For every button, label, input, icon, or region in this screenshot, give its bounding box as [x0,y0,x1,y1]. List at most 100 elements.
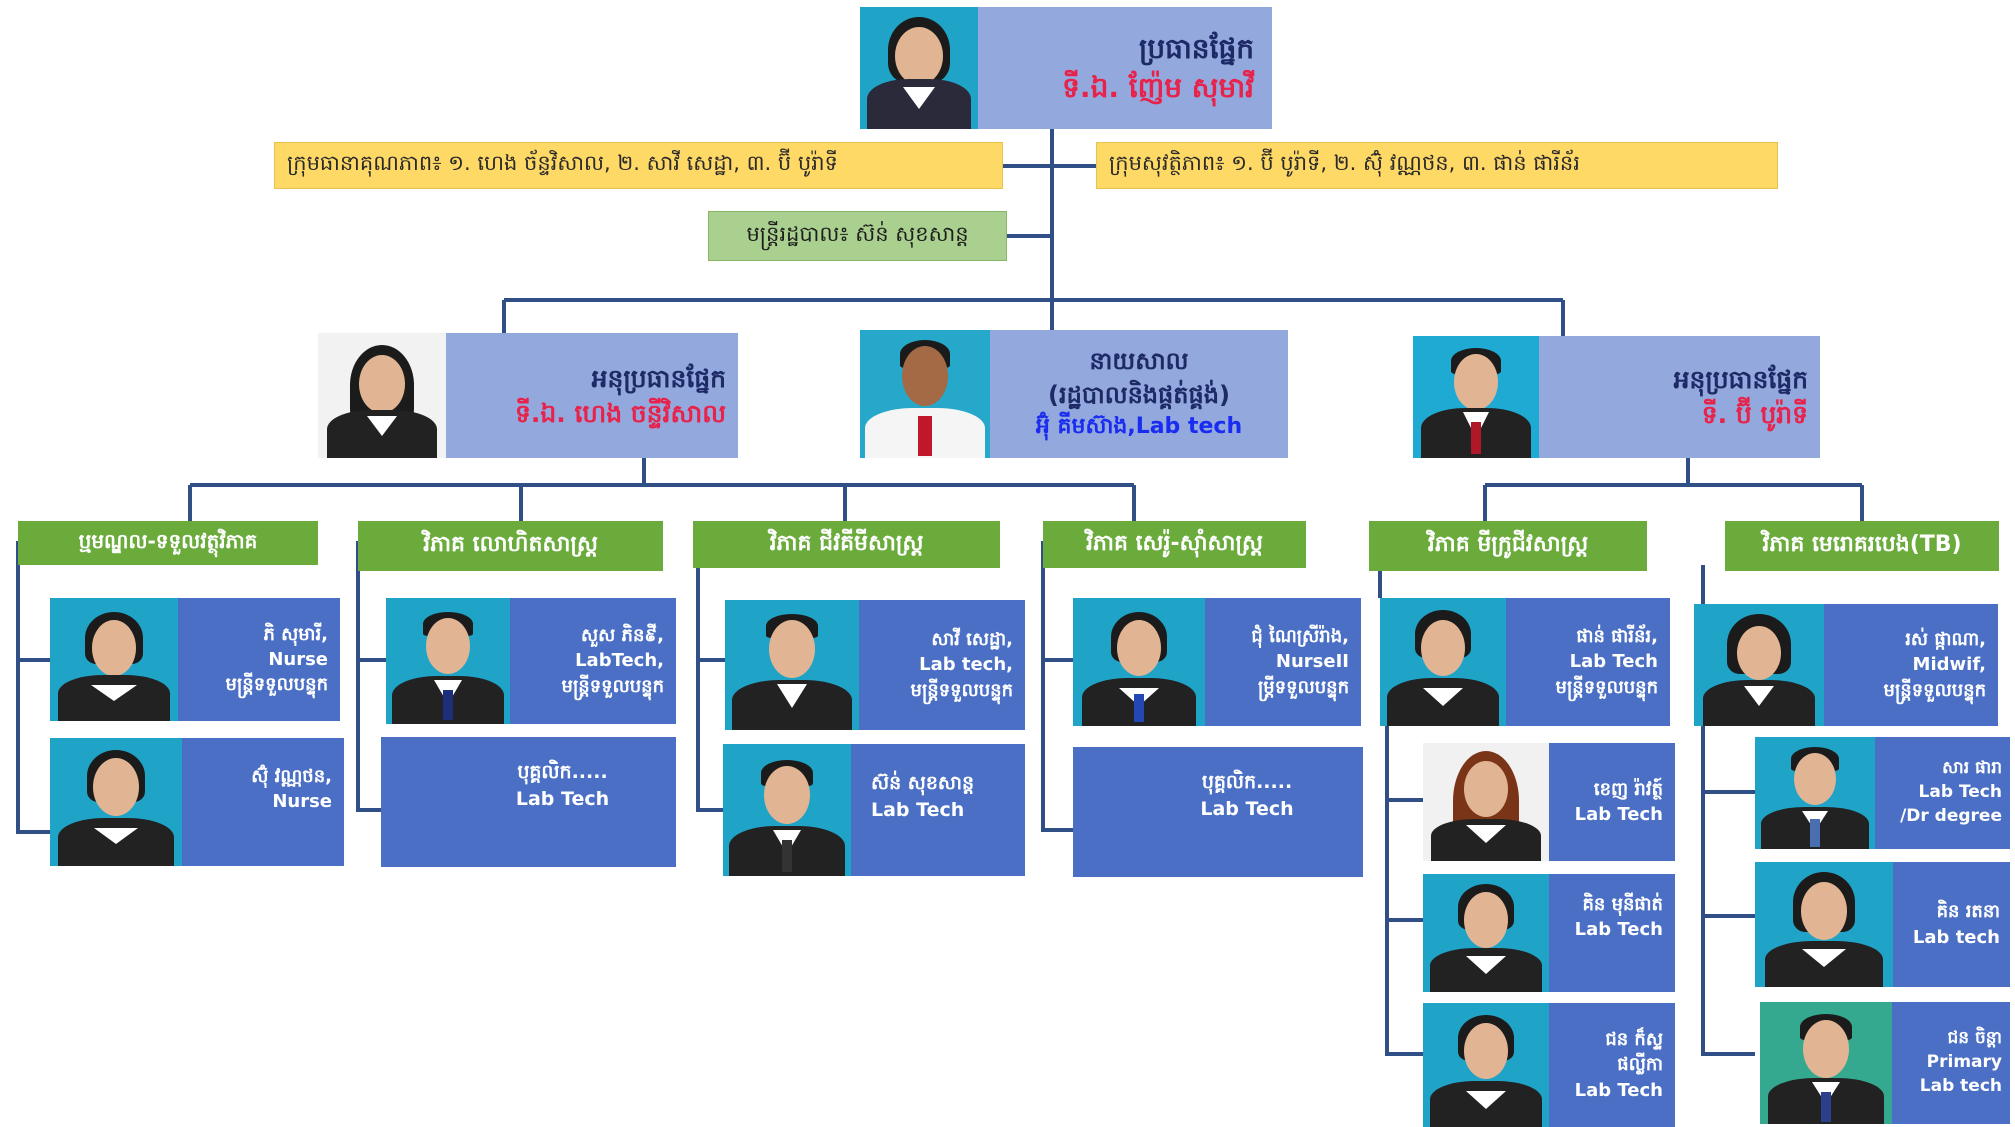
dept-label-serology: វិភាគ សេរ៉ូ-ស៊ាំសាស្ត្រ [1086,530,1263,556]
staff-line-2: Lab tech, [919,654,1013,676]
deputy-left-photo [318,333,446,458]
staff-line-2: Lab tech [1912,926,2000,948]
staff-line-1: រស់ ផ្កាណា, [1905,629,1986,651]
staff-card: សួស ភិន៩ី, LabTech, មន្ត្រីទទួលបន្ទុក [386,598,676,724]
staff-info: សាវី សេដ្ឋា, Lab tech, មន្ត្រីទទួលបន្ទុក [859,600,1025,730]
deputy-left-info: អនុប្រធានផ្នែក ទី.ឯ. ហេង ចន្ទីវិសាល [446,333,738,458]
dept-label-tb: វិភាគ មេរោគរបេង(TB) [1762,532,1962,557]
staff-line-2: Midwif, [1912,654,1986,676]
dept-label-biochemistry: វិភាគ ជីវគីមីសាស្ត្រ [769,530,924,556]
staff-line-2: ផល្លីកា [1617,1054,1663,1076]
deputy-left-name: ទី.ឯ. ហេង ចន្ទីវិសាល [515,398,726,428]
staff-photo [50,738,182,866]
staff-line-3: Lab Tech [1574,1079,1663,1101]
dept-label-hematology: វិភាគ លោហិតសាស្ត្រ [423,532,598,557]
deputy-right-title: អនុប្រធានផ្នែក [1673,365,1808,394]
staff-info: រស់ ផ្កាណា, Midwif, មន្ត្រីទទួលបន្ទុក [1824,604,1998,726]
staff-line-3: ម្ត្រីទទួលបន្ទុក [1257,676,1349,698]
dept-header-tb: វិភាគ មេរោគរបេង(TB) [1725,521,1999,571]
staff-info: បុគ្គលិក..... Lab Tech [381,737,676,867]
staff-line-1: ស៊ុំ វណ្ណថន, [251,766,332,787]
staff-line-1: ខេញ រ៉ាវត្ថ៍ [1593,778,1663,800]
staff-card: សារ ផារា Lab Tech /Dr degree [1755,737,2010,849]
deputy-center-card: នាយសាល (រដ្ឋបាលនិងផ្គត់ផ្គង់) អ៊ុំ គីមស៊… [860,330,1288,458]
staff-info: ជុំ ណៃស្រីរ៉ាង, NurseII ម្ត្រីទទួលបន្ទុក [1205,598,1361,726]
deputy-center-title: នាយសាល [1089,347,1189,375]
deputy-left-card: អនុប្រធានផ្នែក ទី.ឯ. ហេង ចន្ទីវិសាល [318,333,738,458]
deputy-right-info: អនុប្រធានផ្នែក ទី. ប៊ី បូរ៉ាទី [1539,336,1820,458]
staff-info: សារ ផារា Lab Tech /Dr degree [1875,737,2010,849]
staff-line-2: Nurse [272,791,332,813]
dept-header-serology: វិភាគ សេរ៉ូ-ស៊ាំសាស្ត្រ [1043,521,1306,568]
staff-line-2: Lab Tech [1918,782,2002,803]
staff-line-1: ស៊ន់ សុខសាន្ត [871,772,975,794]
quality-team-box: ក្រុមធានាគុណភាព៖ ១. ហេង ច័ន្ទវិសាល, ២. ស… [274,142,1003,189]
staff-line-1: ជន ក៏ស្ទ [1605,1029,1663,1051]
deputy-right-name: ទី. ប៊ី បូរ៉ាទី [1701,400,1808,429]
staff-info: ស៊ុំ វណ្ណថន, Nurse [182,738,344,866]
staff-line-1: បុគ្គលិក..... [517,761,608,783]
staff-info: ខេញ រ៉ាវត្ថ៍ Lab Tech [1549,743,1675,861]
staff-info: ភិ សុមារី, Nurse មន្ត្រីទទួលបន្ទុក [178,598,340,721]
deputy-center-name: អ៊ុំ គីមស៊ាង,Lab tech [1035,414,1243,440]
staff-photo [1755,737,1875,849]
staff-photo [723,744,851,876]
staff-line-1: ផាន់ ផារីន័រ, [1576,626,1658,648]
admin-officer-box: មន្ត្រីរដ្ឋបាល៖ ស៊ន់ សុខសាន្ត [708,211,1007,261]
staff-card-vacant: បុគ្គលិក..... Lab Tech [1073,747,1363,877]
staff-info: ជន ក៏ស្ទ ផល្លីកា Lab Tech [1549,1003,1675,1127]
staff-card-vacant: បុគ្គលិក..... Lab Tech [381,737,676,867]
deputy-center-info: នាយសាល (រដ្ឋបាលនិងផ្គត់ផ្គង់) អ៊ុំ គីមស៊… [990,330,1288,458]
staff-info: ស៊ន់ សុខសាន្ត Lab Tech [851,744,1025,876]
staff-photo [1423,874,1549,992]
staff-card: គិន មុនីផាត់ Lab Tech [1423,874,1675,992]
staff-card: ជន ក៏ស្ទ ផល្លីកា Lab Tech [1423,1003,1675,1127]
staff-line-3: មន្ត្រីទទួលបន្ទុក [225,674,328,696]
staff-photo [1423,743,1549,861]
staff-info: ជន ចិន្តា Primary Lab tech [1892,1002,2010,1124]
head-photo [860,7,978,129]
staff-line-1: សាវី សេដ្ឋា, [931,629,1013,651]
deputy-right-photo [1413,336,1539,458]
staff-photo [1073,598,1205,726]
staff-photo [386,598,510,724]
staff-info: ផាន់ ផារីន័រ, Lab Tech មន្ត្រីទទួលបន្ទុក [1506,598,1670,726]
deputy-right-card: អនុប្រធានផ្នែក ទី. ប៊ី បូរ៉ាទី [1413,336,1820,458]
staff-card: ខេញ រ៉ាវត្ថ៍ Lab Tech [1423,743,1675,861]
quality-team-label: ក្រុមធានាគុណភាព៖ ១. ហេង ច័ន្ទវិសាល, ២. ស… [287,151,838,175]
staff-info: សួស ភិន៩ី, LabTech, មន្ត្រីទទួលបន្ទុក [510,598,676,724]
staff-photo [725,600,859,730]
staff-line-1: គិន រតនា [1936,901,2000,923]
staff-photo [1694,604,1824,726]
staff-line-2: Lab Tech [515,787,610,810]
staff-info: បុគ្គលិក..... Lab Tech [1073,747,1363,877]
staff-card: ស៊ន់ សុខសាន្ត Lab Tech [723,744,1025,876]
staff-card: ស៊ុំ វណ្ណថន, Nurse [50,738,344,866]
staff-line-2: NurseII [1275,651,1349,673]
staff-line-2: Nurse [268,648,328,670]
staff-line-3: Lab tech [1919,1075,2002,1096]
staff-line-1: សួស ភិន៩ី, [581,625,664,647]
staff-card: ភិ សុមារី, Nurse មន្ត្រីទទួលបន្ទុក [50,598,340,721]
head-title: ប្រធានផ្នែក [1139,31,1254,65]
dept-header-microbiology: វិភាគ មីក្រូជីវសាស្ត្រ [1369,521,1647,571]
staff-line-3: មន្ត្រីទទួលបន្ទុក [561,675,664,697]
dept-header-biochemistry: វិភាគ ជីវគីមីសាស្ត្រ [693,521,1000,568]
staff-line-3: /Dr degree [1900,805,2002,826]
head-info: ប្រធានផ្នែក ទី.ឯ. ញ៉ែម សុមាវី [978,7,1272,129]
staff-line-2: Lab Tech [1569,651,1658,673]
staff-photo [1760,1002,1892,1124]
dept-header-hematology: វិភាគ លោហិតសាស្ត្រ [358,521,663,571]
staff-line-3: មន្ត្រីទទួលបន្ទុក [1555,676,1658,698]
staff-card: គិន រតនា Lab tech [1755,862,2010,987]
dept-header-reception: ប្មមណ្ឌល-ទទួលវត្ថុវិភាគ [18,521,318,565]
safety-team-box: ក្រុមសុវត្ថិភាព៖ ១. ប៊ី បូរ៉ាទី, ២. ស៊ុំ… [1096,142,1778,189]
staff-info: គិន មុនីផាត់ Lab Tech [1549,874,1675,992]
staff-line-1: សារ ផារា [1942,758,2002,779]
staff-line-2: Primary [1926,1052,2002,1073]
staff-line-2: Lab Tech [1574,804,1663,825]
staff-line-2: Lab Tech [1574,919,1663,941]
staff-photo [50,598,178,721]
staff-card: សាវី សេដ្ឋា, Lab tech, មន្ត្រីទទួលបន្ទុក [725,600,1025,730]
